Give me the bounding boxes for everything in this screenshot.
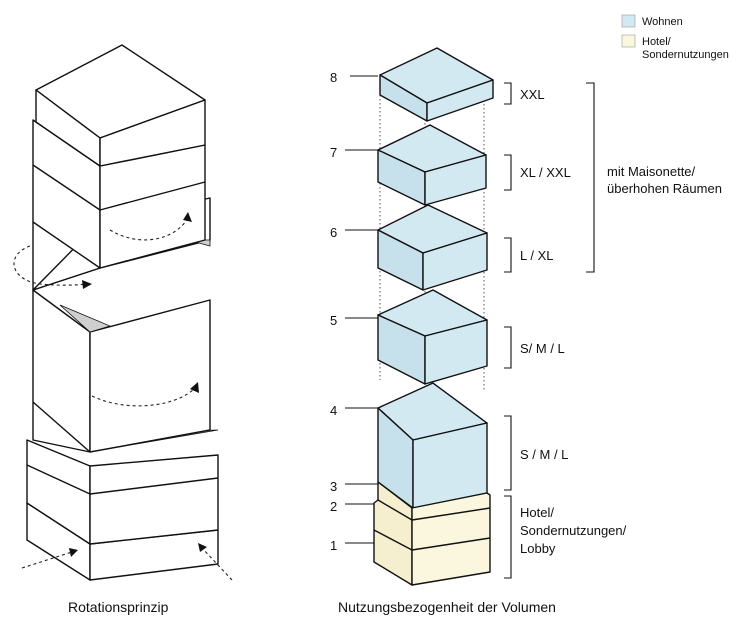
legend-label-hotel-line1: Hotel/ <box>642 36 672 48</box>
bracket-l-xl <box>504 237 512 273</box>
group-label-line2: überhohen Räumen <box>607 181 722 196</box>
podium-label-line1: Hotel/ <box>520 505 554 520</box>
volume-podium <box>373 481 491 586</box>
unit-label-s-m-l-4: S / M / L <box>520 447 568 462</box>
bracket-podium <box>504 495 512 579</box>
caption-nutzungsbezogenheit: Nutzungsbezogenheit der Volumen <box>338 599 556 615</box>
tower-block-upper <box>32 119 206 269</box>
unit-label-l-xl: L / XL <box>520 248 553 263</box>
level-number-2: 2 <box>330 499 337 514</box>
bracket-s-m-l-4 <box>504 415 512 491</box>
volume-6 <box>377 204 488 291</box>
level-ticks <box>345 75 378 544</box>
volume-8-right <box>426 79 494 122</box>
level-number-1: 1 <box>330 538 337 553</box>
legend-swatch-hotel <box>621 34 636 48</box>
volume-5 <box>377 289 488 385</box>
level-number-5: 5 <box>330 313 337 328</box>
volume-5-right <box>424 319 488 385</box>
unit-label-xl-xxl: XL / XXL <box>520 165 571 180</box>
lower-edge <box>32 401 91 453</box>
podium-label-line2: Sondernutzungen/ <box>520 523 627 538</box>
rotation-arrow-upper <box>109 217 189 241</box>
tower-block-lower <box>32 289 211 453</box>
group-label-line1: mit Maisonette/ <box>607 164 696 179</box>
legend-label-wohnen: Wohnen <box>642 16 683 28</box>
caption-rotationsprinzip: Rotationsprinzip <box>68 599 169 615</box>
entry-arrow-left <box>21 551 73 569</box>
rotation-arrowhead-upper <box>183 212 192 222</box>
unit-label-xxl: XXL <box>520 87 545 102</box>
tower-base <box>26 429 219 581</box>
level-number-7: 7 <box>330 145 337 160</box>
bracket-s-m-l-5 <box>504 326 512 369</box>
volume-7-right <box>424 154 487 206</box>
volume-4 <box>377 382 488 509</box>
level-number-4: 4 <box>330 403 337 418</box>
unit-brackets <box>504 82 595 579</box>
podium-floor-line-2 <box>377 499 491 521</box>
rotation-tower <box>13 44 233 581</box>
bracket-xxl <box>504 82 512 105</box>
rotation-arrow-middle <box>13 245 89 286</box>
legend-label-hotel-line2: Sondernutzungen <box>642 49 729 61</box>
lower-gap-hatch <box>59 304 112 333</box>
volume-8 <box>379 47 494 122</box>
entry-arrowhead-left <box>69 548 78 557</box>
legend-swatch-wohnen <box>621 14 636 28</box>
bracket-maisonette <box>586 82 595 273</box>
level-number-8: 8 <box>330 70 337 85</box>
upper-floor-line <box>32 164 206 211</box>
rotation-arrowhead-lower <box>190 382 199 393</box>
podium-label-line3: Lobby <box>520 541 556 556</box>
podium-right <box>411 492 491 586</box>
level-number-6: 6 <box>330 225 337 240</box>
podium-floor-line <box>373 529 491 551</box>
volume-7 <box>377 124 487 206</box>
tower-block-top <box>35 44 206 167</box>
unit-label-s-m-l-5: S/ M / L <box>520 341 565 356</box>
podium-right-face <box>89 454 219 545</box>
entry-arrowhead-right <box>198 543 207 552</box>
usage-stack: 8 7 6 5 4 3 2 1 XXL XL / XXL L / XL S/ M… <box>330 47 722 586</box>
lower-right-face <box>89 299 211 453</box>
podium-floor-line <box>26 464 219 495</box>
bracket-xl-xxl <box>504 154 512 191</box>
rotation-arrowhead-middle <box>82 280 92 289</box>
entry-arrow-right <box>201 547 233 581</box>
level-number-3: 3 <box>330 479 337 494</box>
volume-6-right <box>422 232 488 291</box>
legend: Wohnen Hotel/ Sondernutzungen <box>621 14 729 61</box>
top-right-face <box>99 99 206 167</box>
